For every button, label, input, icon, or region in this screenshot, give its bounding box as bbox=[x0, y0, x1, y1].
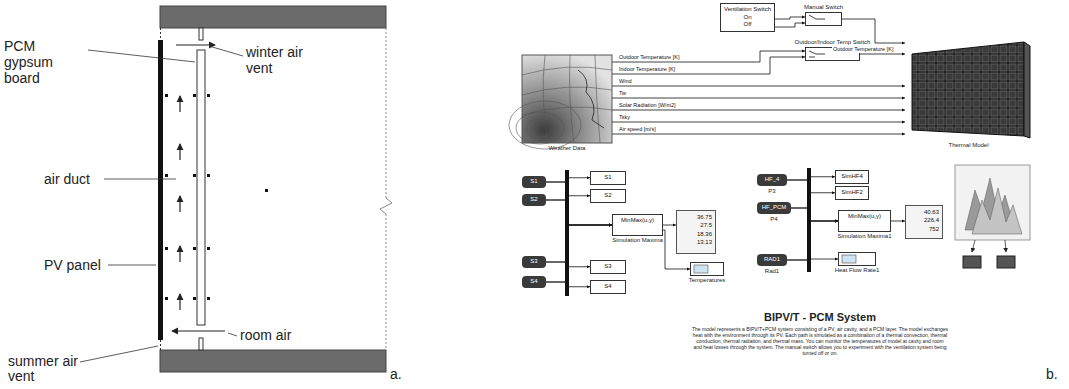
signal-line bbox=[612, 51, 805, 62]
block-text: S1 bbox=[526, 178, 542, 186]
block-caption: Rad1 bbox=[765, 268, 779, 276]
text-label: winter air vent bbox=[246, 44, 318, 76]
block-text: 226.4 bbox=[909, 216, 939, 224]
block-text: S1 bbox=[594, 174, 622, 182]
manual-switch: Manual Switch bbox=[805, 12, 842, 26]
signal-line bbox=[791, 193, 835, 208]
block-text: S2 bbox=[526, 196, 542, 204]
text-label: b. bbox=[1046, 366, 1058, 382]
signal-label: Indoor Temperature [K] bbox=[618, 66, 676, 73]
signal-line bbox=[612, 122, 905, 123]
text-label: BIPV/T - PCM System bbox=[700, 310, 940, 324]
outport: S2 bbox=[590, 189, 626, 203]
wall-section bbox=[80, 6, 392, 372]
block-caption: P3 bbox=[768, 188, 775, 196]
signal-line bbox=[775, 23, 805, 27]
block-text: 27.5 bbox=[680, 221, 712, 229]
weather-map: Weather Data bbox=[522, 55, 612, 143]
outport: S4 bbox=[590, 280, 626, 294]
block-caption: Outdoor/Indoor Temp Switch bbox=[795, 39, 871, 47]
simulink-model bbox=[509, 15, 1030, 296]
outport: SimHF2 bbox=[835, 186, 869, 200]
block-text: 18.36 bbox=[680, 230, 712, 238]
signal-line bbox=[775, 17, 805, 19]
signal-label: Outdoor Temperature [K] bbox=[618, 54, 680, 61]
signal-line bbox=[612, 86, 905, 87]
signal-label: Wind bbox=[618, 78, 633, 85]
signal-label: Solar Radiation [W/m2] bbox=[618, 102, 677, 109]
block-text: RAD1 bbox=[761, 256, 783, 264]
text-label: PV panel bbox=[44, 257, 101, 273]
inport: HF_4P3 bbox=[757, 174, 787, 186]
signal-label: Air speed [m/s] bbox=[618, 126, 657, 133]
block-text: Ventilation Switch bbox=[724, 6, 771, 14]
block-text: S2 bbox=[594, 192, 622, 200]
block-text: SimHF4 bbox=[839, 173, 865, 181]
outport: SimHF4 bbox=[835, 170, 869, 184]
inport: S4 bbox=[522, 276, 546, 288]
thermal-model: Thermal Model bbox=[905, 40, 1032, 140]
inport: S1 bbox=[522, 176, 546, 188]
outport: S1 bbox=[590, 171, 626, 185]
switch-block: Ventilation SwitchOnOff bbox=[720, 3, 775, 32]
block-text: 40.63 bbox=[909, 208, 939, 216]
outport: S3 bbox=[590, 260, 626, 274]
signal-line bbox=[791, 208, 838, 221]
signal-label: Outdoor Temperature [K] bbox=[832, 46, 894, 53]
text-label: PCM gypsum board bbox=[4, 38, 88, 86]
block-caption: Simulation Maxima1 bbox=[837, 233, 891, 241]
signal-label: Tsky bbox=[618, 114, 631, 121]
block-caption: P4 bbox=[770, 216, 777, 224]
minmax-block: MinMax(u,y)Simulation Maxima bbox=[612, 214, 663, 236]
scope-block: Heat Flow Rate1 bbox=[838, 252, 876, 266]
signal-label: Tw bbox=[618, 90, 627, 97]
block-text: S4 bbox=[526, 278, 542, 286]
signal-line bbox=[787, 180, 838, 221]
block-caption: Simulation Maxima bbox=[612, 237, 663, 245]
inport: S2 bbox=[522, 194, 546, 206]
scope-block: Temperatures bbox=[690, 262, 724, 276]
block-caption: Thermal Model bbox=[948, 142, 988, 150]
signal-line bbox=[860, 54, 905, 55]
block-text: HF_PCM bbox=[761, 204, 787, 212]
block-text: HF_4 bbox=[761, 176, 783, 184]
text-label: air duct bbox=[44, 171, 90, 187]
block-text: 36.75 bbox=[680, 213, 712, 221]
block-text: On bbox=[724, 14, 771, 22]
block-text: S4 bbox=[594, 283, 622, 291]
block-text: 752 bbox=[909, 225, 939, 233]
signal-line bbox=[891, 221, 905, 222]
block-caption: Weather Data bbox=[549, 145, 586, 153]
signal-line bbox=[787, 221, 838, 260]
text-label: The model represents a BIPV/T+PCM system… bbox=[692, 326, 948, 356]
block-text: MinMax(u,y) bbox=[616, 217, 659, 225]
block-caption: Manual Switch bbox=[804, 4, 843, 12]
text-label: summer air vent bbox=[8, 354, 84, 384]
minmax-block: MinMax(u,y)Simulation Maxima1 bbox=[838, 210, 891, 232]
display-block: 40.63226.4752 bbox=[905, 205, 943, 239]
display-block: 36.7527.518.3613.13 bbox=[676, 210, 716, 254]
block-text: S3 bbox=[526, 258, 542, 266]
text-label: a. bbox=[390, 366, 402, 382]
block-text: MinMax(u,y) bbox=[842, 213, 887, 221]
signal-line bbox=[546, 200, 612, 225]
text-label: room air bbox=[240, 327, 291, 343]
signal-line bbox=[612, 134, 905, 135]
block-text: S3 bbox=[594, 263, 622, 271]
block-caption: Heat Flow Rate1 bbox=[835, 267, 880, 275]
inport: RAD1Rad1 bbox=[757, 254, 787, 266]
inport: HF_PCMP4 bbox=[757, 202, 791, 214]
block-caption: Temperatures bbox=[689, 277, 726, 285]
signal-line bbox=[612, 98, 905, 99]
block-text: 13.13 bbox=[680, 238, 712, 246]
block-text: SimHF2 bbox=[839, 189, 865, 197]
signal-line bbox=[663, 225, 676, 226]
inport: S3 bbox=[522, 256, 546, 268]
block-text: Off bbox=[724, 21, 771, 29]
signal-line bbox=[612, 110, 905, 111]
signal-line bbox=[546, 225, 612, 262]
